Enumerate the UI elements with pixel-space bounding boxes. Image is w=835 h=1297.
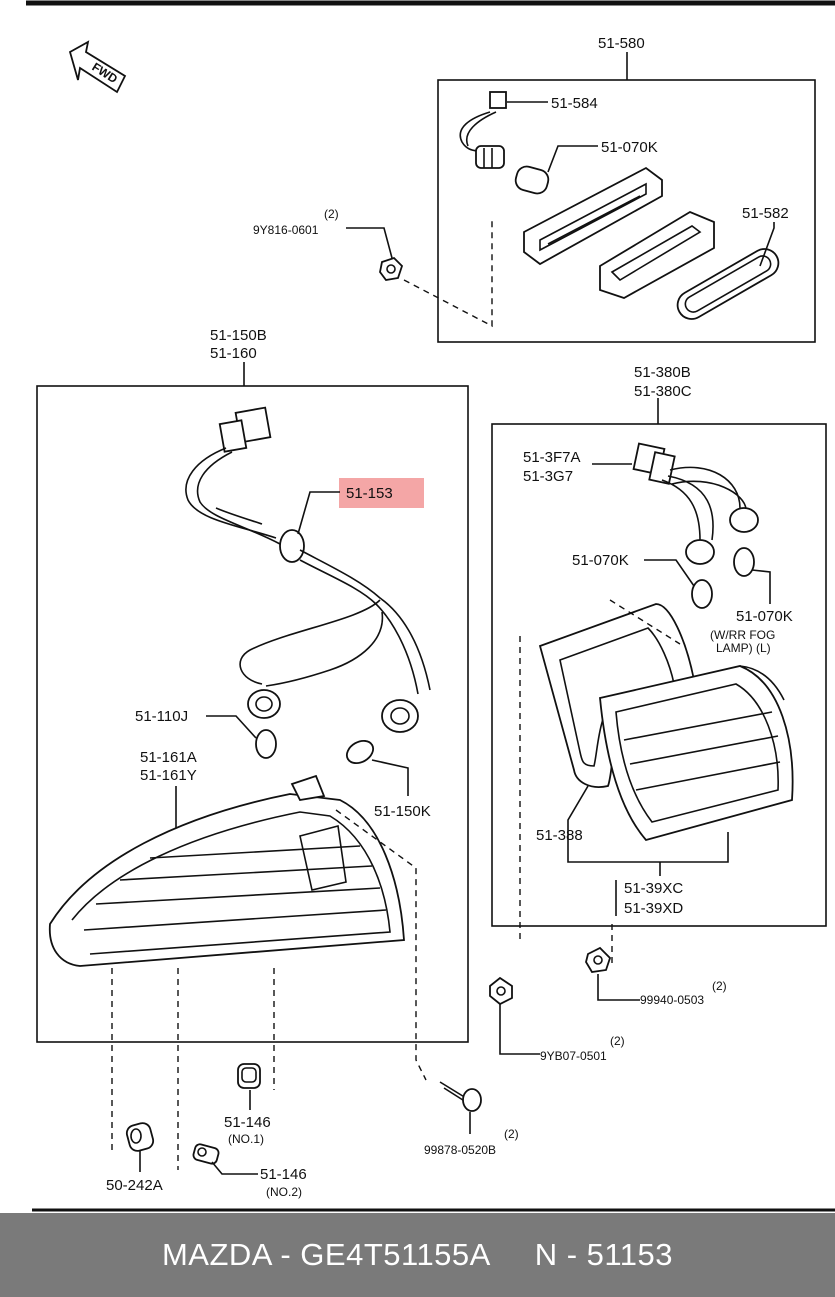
label-51-584: 51-584 (551, 95, 598, 112)
label-9yb07-qty: (2) (610, 1034, 625, 1048)
label-99940-qty: (2) (712, 979, 727, 993)
part-number-footer: MAZDA - GE4T51155A N - 51153 (0, 1213, 835, 1297)
nut-99940 (585, 946, 612, 973)
label-51-3g7: 51-3G7 (523, 468, 573, 485)
label-51-150k: 51-150K (374, 803, 431, 820)
lens-51-161a (48, 774, 405, 967)
label-9yb07: 9YB07-0501 (540, 1049, 607, 1063)
gasket-51-582 (676, 248, 780, 320)
label-51-146-no1: 51-146 (224, 1114, 271, 1131)
label-51-380c: 51-380C (634, 383, 692, 400)
label-no1: (NO.1) (228, 1132, 264, 1146)
lamp-51-39xc (599, 665, 794, 842)
rear-garnish-lamp-box (491, 423, 827, 927)
label-51-388: 51-388 (536, 827, 583, 844)
highlight-51-153 (339, 478, 424, 508)
lens-51-582 (599, 210, 715, 299)
label-51-150b: 51-150B (210, 327, 267, 344)
nut-9y816 (379, 256, 404, 281)
label-51-161a: 51-161A (140, 749, 197, 766)
grommet-50-242a (125, 1122, 155, 1152)
label-51-110j: 51-110J (135, 708, 188, 725)
label-51-070k-mid: 51-070K (572, 552, 629, 569)
label-9y816-qty: (2) (324, 207, 339, 221)
label-51-39xc: 51-39XC (624, 880, 683, 897)
label-fog-lamp-1: (W/RR FOG (710, 628, 775, 642)
footer-part-number-text: MAZDA - GE4T51155A N - 51153 (161, 1237, 674, 1272)
label-50-242a: 50-242A (106, 1177, 163, 1194)
clip-9yb07 (489, 976, 513, 1006)
screw-99878 (439, 1081, 482, 1112)
label-99878-qty: (2) (504, 1127, 519, 1141)
wiring-harness-51-3f7a (632, 442, 759, 609)
label-99878: 99878-0520B (424, 1143, 496, 1157)
label-51-161y: 51-161Y (140, 767, 197, 784)
label-51-160: 51-160 (210, 345, 257, 362)
label-fog-lamp-2: LAMP) (L) (716, 641, 771, 655)
lamp-housing-51-580 (523, 166, 663, 266)
label-51-070k-top: 51-070K (601, 139, 658, 156)
socket-51-584 (459, 91, 507, 169)
socket-51-110j (247, 689, 281, 759)
fwd-arrow-icon: FWD (68, 40, 127, 94)
socket-51-150k (345, 699, 419, 765)
label-51-39xd: 51-39XD (624, 900, 683, 917)
label-no2: (NO.2) (266, 1185, 302, 1199)
label-51-380b: 51-380B (634, 364, 691, 381)
rear-combination-lamp-box (36, 385, 469, 1043)
label-51-070k-fog: 51-070K (736, 608, 793, 625)
label-51-3f7a: 51-3F7A (523, 449, 581, 466)
grommet-51-146-no2 (192, 1143, 220, 1165)
bulb-51-070k-top (514, 165, 550, 195)
label-51-146-no2: 51-146 (260, 1166, 307, 1183)
label-99940: 99940-0503 (640, 993, 704, 1007)
label-51-153: 51-153 (346, 485, 393, 502)
label-51-580: 51-580 (598, 35, 645, 52)
label-51-582: 51-582 (742, 205, 789, 222)
grommet-51-146-no1 (237, 1063, 261, 1089)
wiring-harness-51-153 (185, 406, 431, 695)
label-9y816: 9Y816-0601 (253, 223, 319, 237)
